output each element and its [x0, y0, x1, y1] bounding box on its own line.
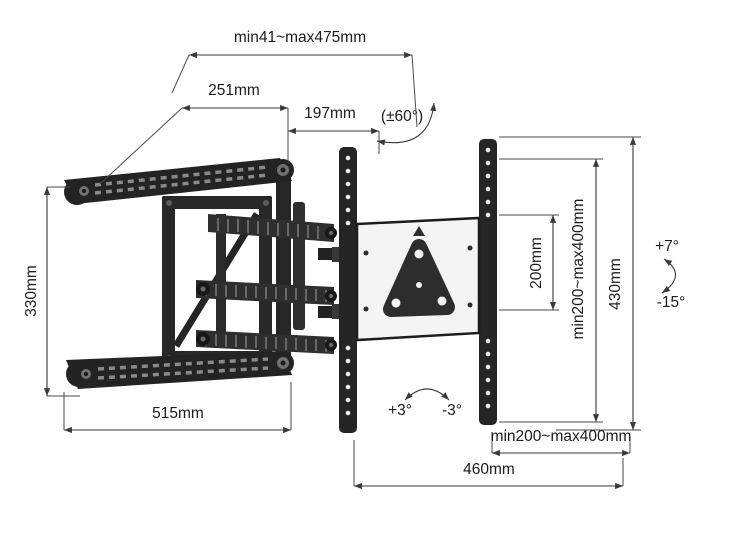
dim-level-adjust: +3° -3°: [388, 388, 462, 419]
dim-label-arm-rear: 197mm: [304, 105, 356, 122]
right-tv-rail: [479, 139, 497, 425]
dim-label-level-plus: +3°: [388, 402, 412, 419]
dim-label-tilt-up: +7°: [655, 238, 679, 255]
vesa-head-plate: [355, 216, 481, 342]
tilt-arrow-icon: [661, 258, 677, 294]
rail-holes: [485, 147, 491, 409]
lower-arm: [66, 351, 294, 389]
dim-label-plate-height: 200mm: [528, 237, 545, 289]
upper-arm: [64, 158, 294, 205]
swivel-arrow-icon: [376, 102, 437, 146]
dim-vesa-width: min200~max400mm: [491, 428, 632, 457]
dim-label-vesa-width: min200~max400mm: [491, 428, 632, 445]
dim-arm-reach: 515mm: [63, 382, 292, 434]
dim-bracket-width: 460mm: [353, 440, 624, 490]
dim-vesa-height: min200~max400mm: [499, 158, 603, 423]
dim-tilt: +7° -15°: [655, 238, 685, 311]
dim-arm-front: 251mm: [99, 82, 289, 185]
dim-label-bracket-height: 430mm: [607, 258, 624, 310]
dim-arm-rear: 197mm: [288, 105, 380, 154]
hinge-pivots: [196, 227, 337, 351]
dim-arm-height: 330mm: [23, 186, 80, 397]
dim-label-arm-height: 330mm: [23, 265, 40, 317]
dim-bracket-height: 430mm: [499, 136, 641, 431]
up-arrow-icon: [413, 226, 425, 236]
dim-label-extension-range: min41~max475mm: [234, 29, 366, 46]
rail-holes: [345, 155, 351, 416]
dim-label-swivel: (±60°): [381, 108, 423, 125]
dim-swivel: (±60°): [376, 102, 437, 146]
dim-label-tilt-down: -15°: [657, 294, 686, 311]
dim-label-bracket-width: 460mm: [463, 461, 515, 478]
triangle-bracket: [383, 239, 455, 317]
dim-plate-height: 200mm: [499, 214, 559, 311]
folded-arm-bars: [196, 214, 337, 354]
left-tv-rail: [339, 147, 357, 433]
dim-label-level-minus: -3°: [442, 402, 462, 419]
dim-label-arm-reach: 515mm: [152, 405, 204, 422]
level-arrow-icon: [404, 388, 450, 401]
dim-label-vesa-height: min200~max400mm: [570, 199, 587, 340]
dim-label-arm-front: 251mm: [208, 82, 260, 99]
